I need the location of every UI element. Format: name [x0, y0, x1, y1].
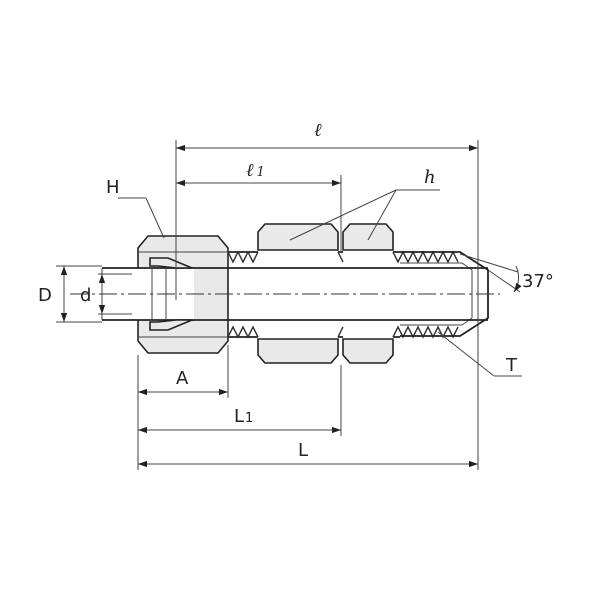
label-angle: 37°: [522, 271, 554, 292]
dim-D: D: [38, 265, 102, 323]
dim-L1: L1: [138, 365, 342, 436]
label-D: D: [38, 285, 52, 306]
label-d: d: [80, 285, 91, 306]
threaded-body: [227, 250, 459, 339]
dim-l: ℓ: [175, 120, 479, 470]
dim-angle: 37°: [459, 253, 554, 293]
label-A: A: [176, 368, 189, 389]
label-T: T: [505, 355, 518, 376]
label-L: L: [298, 440, 308, 461]
leader-T: T: [437, 331, 522, 377]
tube: [101, 267, 194, 321]
label-l: ℓ: [314, 120, 322, 141]
dim-A: A: [137, 345, 229, 470]
leader-H: H: [106, 177, 165, 239]
bulkhead-nut-2: [342, 223, 394, 364]
dim-L: L: [138, 440, 478, 468]
label-h: h: [424, 167, 436, 188]
label-L1: L1: [234, 406, 253, 427]
leader-h: h: [289, 167, 440, 241]
bulkhead-nut-1: [257, 223, 339, 364]
inner-bore: [192, 267, 488, 321]
label-H: H: [106, 177, 120, 198]
dim-d: d: [80, 273, 132, 315]
